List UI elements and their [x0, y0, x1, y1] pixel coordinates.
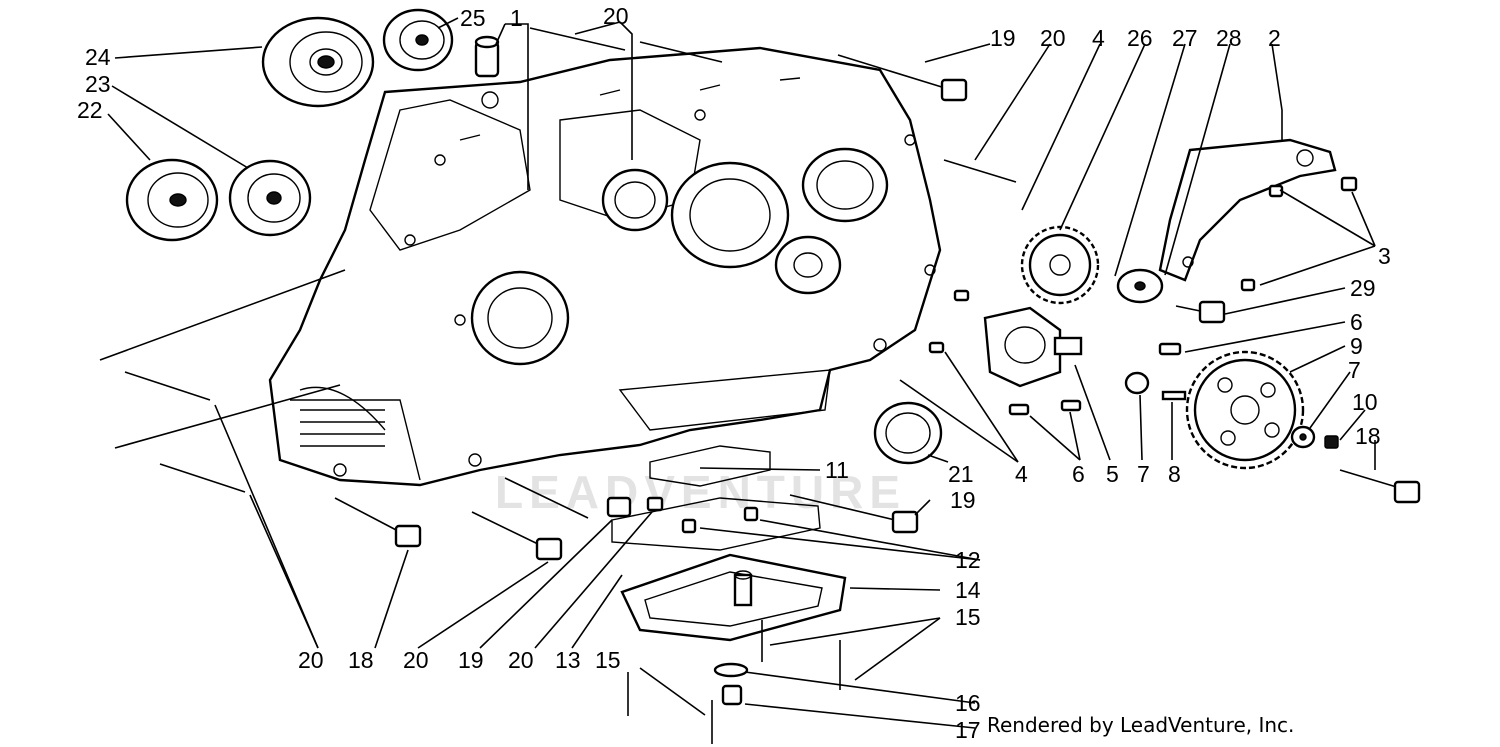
callout-13: 13: [555, 647, 581, 673]
callout-labels: 25 1 20 24 23 22 19 20 4 26 27 28 2 3 29…: [77, 3, 1391, 743]
callout-29: 29: [1350, 275, 1376, 301]
callout-12: 12: [955, 547, 981, 573]
credit-text: Rendered by LeadVenture, Inc.: [987, 713, 1294, 737]
callout-28: 28: [1216, 25, 1242, 51]
callout-6-bottom: 6: [1072, 461, 1085, 487]
seal-21: [873, 401, 943, 465]
callout-22: 22: [77, 97, 103, 123]
washer-7-right: [1290, 425, 1316, 449]
callout-1: 1: [510, 5, 523, 31]
bolt-6-bottom-a: [1008, 403, 1030, 416]
watermark-text: LEADVENTURE: [495, 466, 906, 518]
callout-11: 11: [825, 457, 849, 483]
bolt-12-b: [743, 506, 759, 522]
callout-20-bottom-a: 20: [298, 647, 324, 673]
bolt-20-right: [943, 159, 1017, 183]
callout-25: 25: [460, 5, 486, 31]
callout-21: 21: [948, 461, 974, 487]
bolt-20-top-b: [639, 41, 723, 63]
callout-15-bottom: 15: [595, 647, 621, 673]
bolt-20-long-b: [159, 463, 246, 493]
bolt-20-bottom: [646, 496, 664, 512]
bolt-19-top: [837, 54, 968, 102]
cover-plate-2: [1158, 138, 1337, 282]
bolt-20-long-a: [124, 371, 211, 401]
bearing-25: [382, 8, 454, 72]
pin-4-top: [953, 289, 970, 302]
callout-15-right: 15: [955, 604, 981, 630]
callout-2: 2: [1268, 25, 1281, 51]
bolt-6-right: [1158, 342, 1182, 356]
callout-10: 10: [1352, 389, 1378, 415]
callout-20-top: 20: [603, 3, 629, 29]
bolt-29: [1175, 300, 1226, 324]
bolt-6-bottom-b: [1060, 399, 1082, 412]
bolt-18-left: [334, 497, 422, 548]
bolt-18-mid: [471, 511, 563, 561]
callout-17: 17: [955, 717, 981, 743]
bearing-22: [125, 158, 219, 242]
oil-pump-5: [983, 306, 1083, 388]
pin-8: [1161, 390, 1187, 401]
callout-27: 27: [1172, 25, 1198, 51]
callout-4-bottom: 4: [1015, 461, 1028, 487]
callout-19-mid: 19: [950, 487, 976, 513]
washer-7-center: [1124, 371, 1150, 395]
callout-14: 14: [955, 577, 981, 603]
callout-16: 16: [955, 690, 981, 716]
washer-16: [713, 662, 749, 678]
bolt-set: [124, 27, 1421, 744]
nut-10: [1324, 435, 1339, 449]
callout-9: 9: [1350, 333, 1363, 359]
washer-28: [1116, 268, 1164, 304]
callout-26: 26: [1127, 25, 1153, 51]
callout-7-right: 7: [1348, 357, 1361, 383]
callout-5: 5: [1106, 461, 1119, 487]
bearing-24: [261, 16, 375, 108]
callout-24: 24: [85, 44, 111, 70]
callout-18-right: 18: [1355, 423, 1381, 449]
bolt-12-a: [681, 518, 697, 534]
bolt-20-long-c: [504, 477, 589, 519]
bolt-3-a: [1340, 176, 1358, 192]
callout-20-right: 20: [1040, 25, 1066, 51]
bolt-20-top-a: [529, 27, 626, 51]
callout-6-right: 6: [1350, 309, 1363, 335]
callout-19-top: 19: [990, 25, 1016, 51]
bolt-19-bottom: [606, 496, 632, 518]
dowel-pin-1: [474, 35, 500, 78]
callout-20-bottom-c: 20: [508, 647, 534, 673]
callout-7-bottom: 7: [1137, 461, 1150, 487]
callout-20-bottom-b: 20: [403, 647, 429, 673]
callout-8: 8: [1168, 461, 1181, 487]
gasket-11: [649, 445, 771, 487]
drain-plug-17: [721, 684, 743, 706]
bolt-19-mid: [789, 494, 919, 534]
leader-lines: [99, 17, 1376, 729]
gear-9: [1185, 350, 1305, 470]
bearing-23: [228, 159, 312, 237]
bolt-18-right: [1339, 469, 1421, 504]
callout-3: 3: [1378, 243, 1391, 269]
sprocket-27: [1020, 225, 1100, 305]
callout-18-bottom: 18: [348, 647, 374, 673]
callout-4-top: 4: [1092, 25, 1105, 51]
bolt-3-c: [1240, 278, 1256, 292]
callout-23: 23: [85, 71, 111, 97]
oil-pan-14: [620, 553, 847, 642]
callout-19-bottom: 19: [458, 647, 484, 673]
gasket-13: [611, 497, 821, 551]
crankcase-housing: [268, 46, 942, 487]
pin-4-bottom: [928, 341, 945, 354]
